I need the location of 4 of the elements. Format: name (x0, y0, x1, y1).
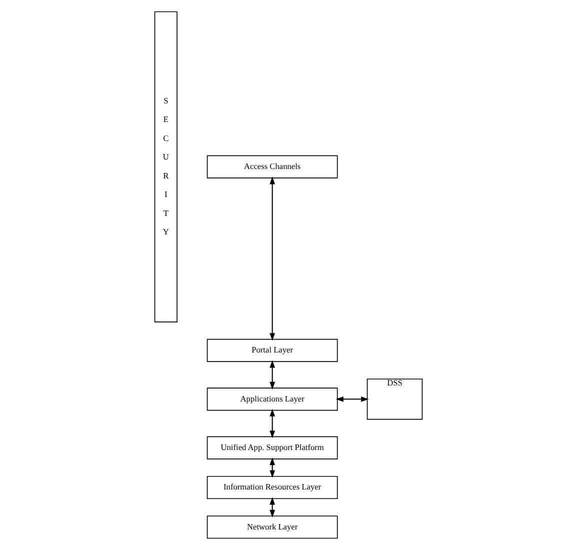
arrow (269, 176, 275, 341)
arrow (269, 360, 275, 390)
arrow (335, 396, 368, 402)
arrow (269, 408, 275, 438)
